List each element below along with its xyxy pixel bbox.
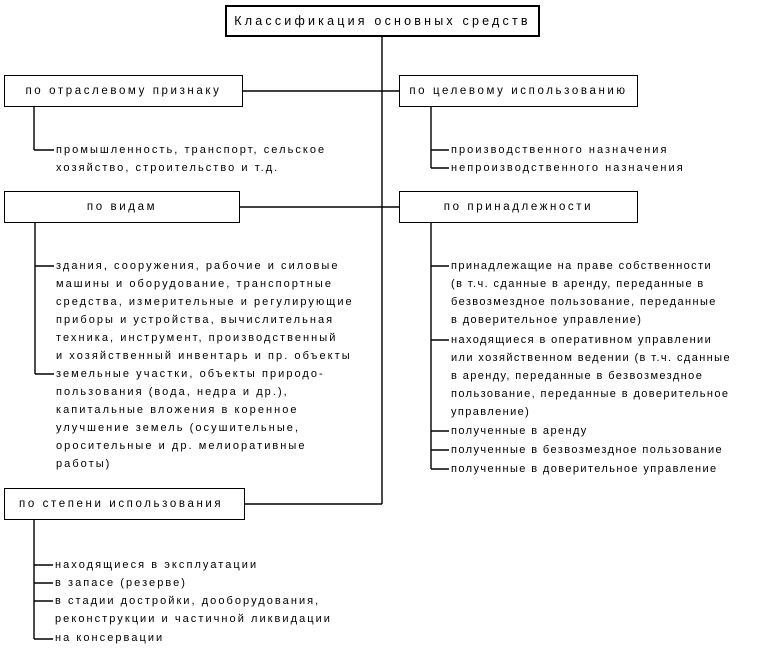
types-item-line: средства, измерительные и регулирующие [56,296,354,308]
ownership-item-line: полученные в аренду [451,425,588,437]
ownership-item-line: безвозмездное пользование, переданные [451,296,717,308]
types-item-line: приборы и устройства, вычислительная [56,314,335,326]
ownership-item-line: полученные в доверительное управление [451,463,718,475]
usage-item-line: в стадии достройки, дооборудования, [55,595,321,607]
ownership-item-line: находящиеся в оперативном управлении [451,334,713,346]
industry-item-line: промышленность, транспорт, сельское [56,144,327,156]
usage-item-line: на консервации [55,632,165,644]
diagram-title: Классификация основных средств [225,5,540,37]
purpose-item-line: производственного назначения [451,144,669,156]
category-types-box: по видам [4,191,240,223]
usage-item-line: реконструкции и частичной ликвидации [55,613,332,625]
ownership-item-line: управление) [451,406,531,418]
types-item-line: улучшение земель (осушительные, [56,422,301,434]
types-item-line: техника, инструмент, производственный [56,332,338,344]
category-ownership-box: по принадлежности [399,191,638,223]
category-usage-box: по степени использования [4,488,245,520]
industry-item-line: хозяйство, строительство и т.д. [56,162,280,174]
types-item-line: машины и оборудование, транспортные [56,278,334,290]
types-item-line: оросительные и др. мелиоративные [56,440,307,452]
ownership-item-line: полученные в безвозмездное пользование [451,444,724,456]
purpose-item-line: непроизводственного назначения [451,162,685,174]
types-item-line: пользования (вода, недра и др.), [56,386,289,398]
types-item-line: и хозяйственный инвентарь и пр. объекты [56,350,352,362]
usage-item-line: в запасе (резерве) [55,577,188,589]
types-item-line: здания, сооружения, рабочие и силовые [56,260,340,272]
ownership-item-line: в аренду, переданные в безвозмездное [451,370,704,382]
category-purpose-box: по целевому использованию [399,75,638,107]
ownership-item-line: пользование, переданные в доверительное [451,388,730,400]
usage-item-line: находящиеся в эксплуатации [55,559,259,571]
types-item-line: работы) [56,458,112,470]
types-item-line: капитальные вложения в коренное [56,404,299,416]
ownership-item-line: принадлежащие на праве собственности [451,260,713,272]
ownership-item-line: или хозяйственном ведении (в т.ч. сданны… [451,352,731,364]
types-item-line: земельные участки, объекты природо- [56,368,325,380]
ownership-item-line: (в т.ч. сданные в аренду, переданные в [451,278,705,290]
ownership-item-line: в доверительное управление) [451,314,643,326]
category-industry-box: по отраслевому признаку [4,75,243,107]
